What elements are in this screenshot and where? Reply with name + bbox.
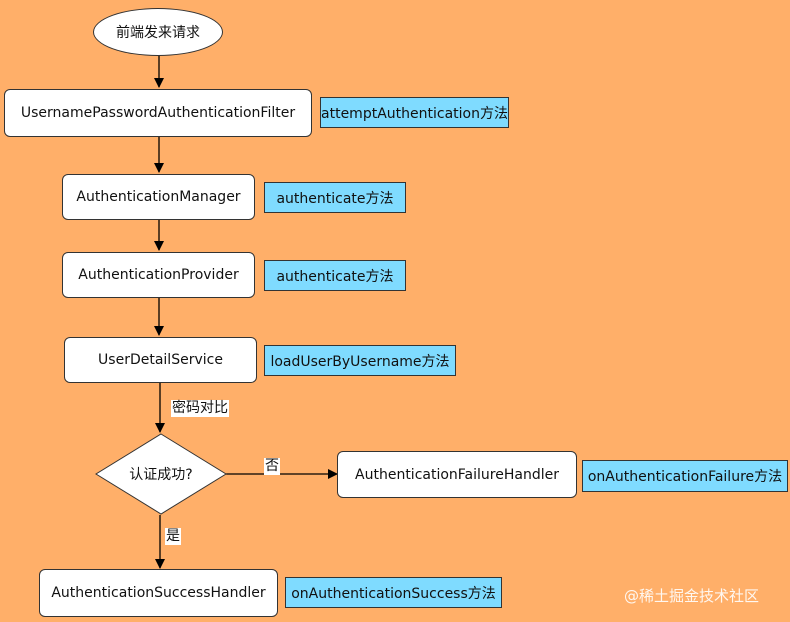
failure-handler-node[interactable]: AuthenticationFailureHandler <box>337 451 577 498</box>
decision-diamond-shape <box>95 433 227 515</box>
password-compare-label: 密码对比 <box>171 400 229 417</box>
start-node[interactable]: 前端发来请求 <box>93 8 223 56</box>
watermark: @稀土掘金技术社区 <box>624 587 760 605</box>
failure-handler-method-note[interactable]: onAuthenticationFailure方法 <box>582 460 788 492</box>
no-branch-label: 否 <box>264 458 280 475</box>
filter-node[interactable]: UsernamePasswordAuthenticationFilter <box>4 89 312 137</box>
user-detail-service-method-note[interactable]: loadUserByUsername方法 <box>264 345 456 376</box>
decision-node[interactable]: 认证成功? <box>95 433 227 515</box>
filter-method-note[interactable]: attemptAuthentication方法 <box>320 97 509 128</box>
success-handler-node[interactable]: AuthenticationSuccessHandler <box>39 569 278 617</box>
user-detail-service-node[interactable]: UserDetailService <box>64 337 257 383</box>
decision-label: 认证成功? <box>129 467 193 483</box>
manager-node[interactable]: AuthenticationManager <box>62 174 255 220</box>
manager-method-note[interactable]: authenticate方法 <box>264 182 406 213</box>
yes-branch-label: 是 <box>165 528 181 545</box>
success-handler-method-note[interactable]: onAuthenticationSuccess方法 <box>285 577 502 608</box>
provider-method-note[interactable]: authenticate方法 <box>264 260 406 291</box>
provider-node[interactable]: AuthenticationProvider <box>62 252 255 298</box>
